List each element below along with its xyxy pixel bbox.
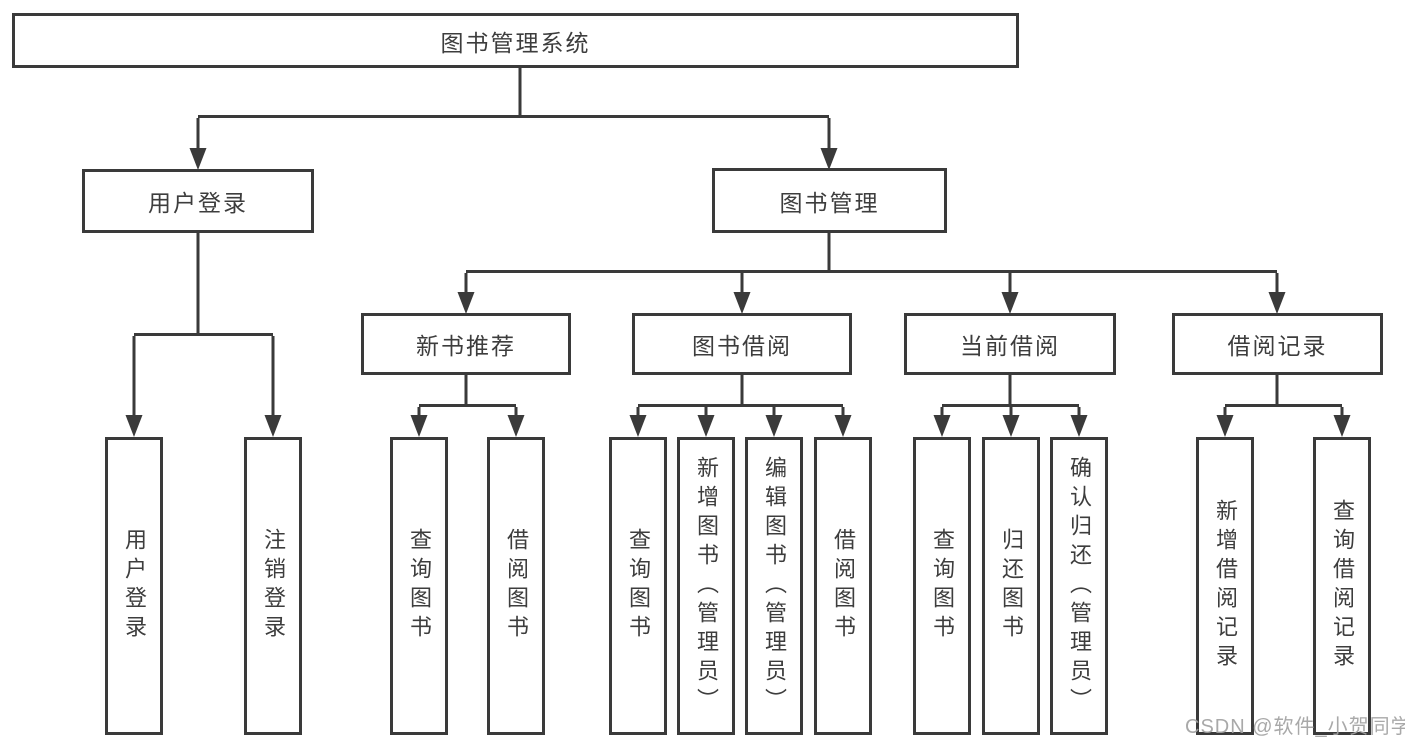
node-user-login: 用户登录 bbox=[82, 169, 314, 233]
leaf-return-books: 归还图书 bbox=[982, 437, 1040, 735]
node-label: 当前借阅 bbox=[960, 333, 1060, 359]
leaf-label: 注销登录 bbox=[261, 528, 286, 644]
node-new-book-recommendation: 新书推荐 bbox=[361, 313, 571, 375]
leaf-confirm-return-admin: 确认归还（管理员） bbox=[1050, 437, 1108, 735]
node-borrowing-records: 借阅记录 bbox=[1172, 313, 1383, 375]
node-label: 图书管理系统 bbox=[440, 29, 591, 56]
node-root-system: 图书管理系统 bbox=[12, 13, 1019, 68]
leaf-label: 借阅图书 bbox=[504, 528, 529, 644]
leaf-query-books-borrowing: 查询图书 bbox=[609, 437, 667, 735]
leaf-label: 查询图书 bbox=[407, 528, 432, 644]
leaf-query-books-current: 查询图书 bbox=[913, 437, 971, 735]
node-label: 新书推荐 bbox=[416, 333, 516, 359]
leaf-label: 新增借阅记录 bbox=[1213, 499, 1238, 673]
leaf-label: 新增图书（管理员） bbox=[694, 455, 719, 717]
leaf-label: 借阅图书 bbox=[831, 528, 856, 644]
leaf-add-borrow-record: 新增借阅记录 bbox=[1196, 437, 1254, 735]
leaf-query-borrow-record: 查询借阅记录 bbox=[1313, 437, 1371, 735]
leaf-add-books-admin: 新增图书（管理员） bbox=[677, 437, 735, 735]
leaf-query-books-recommend: 查询图书 bbox=[390, 437, 448, 735]
leaf-borrow-books-borrowing: 借阅图书 bbox=[814, 437, 872, 735]
leaf-logout: 注销登录 bbox=[244, 437, 302, 735]
leaf-label: 归还图书 bbox=[999, 528, 1024, 644]
node-label: 图书管理 bbox=[779, 189, 880, 216]
leaf-label: 查询图书 bbox=[930, 528, 955, 644]
node-label: 图书借阅 bbox=[692, 333, 792, 359]
leaf-label: 确认归还（管理员） bbox=[1067, 455, 1092, 717]
node-current-borrowing: 当前借阅 bbox=[904, 313, 1116, 375]
leaf-borrow-books-recommend: 借阅图书 bbox=[487, 437, 545, 735]
leaf-label: 编辑图书（管理员） bbox=[762, 455, 787, 717]
node-book-borrowing: 图书借阅 bbox=[632, 313, 852, 375]
leaf-label: 查询图书 bbox=[626, 528, 651, 644]
node-label: 用户登录 bbox=[148, 190, 248, 216]
node-label: 借阅记录 bbox=[1227, 333, 1328, 359]
node-book-management: 图书管理 bbox=[712, 168, 947, 233]
csdn-watermark: CSDN @软件_小贺同学 bbox=[1185, 716, 1405, 738]
leaf-user-login: 用户登录 bbox=[105, 437, 163, 735]
leaf-label: 查询借阅记录 bbox=[1330, 499, 1355, 673]
leaf-label: 用户登录 bbox=[122, 528, 147, 644]
leaf-edit-books-admin: 编辑图书（管理员） bbox=[745, 437, 803, 735]
